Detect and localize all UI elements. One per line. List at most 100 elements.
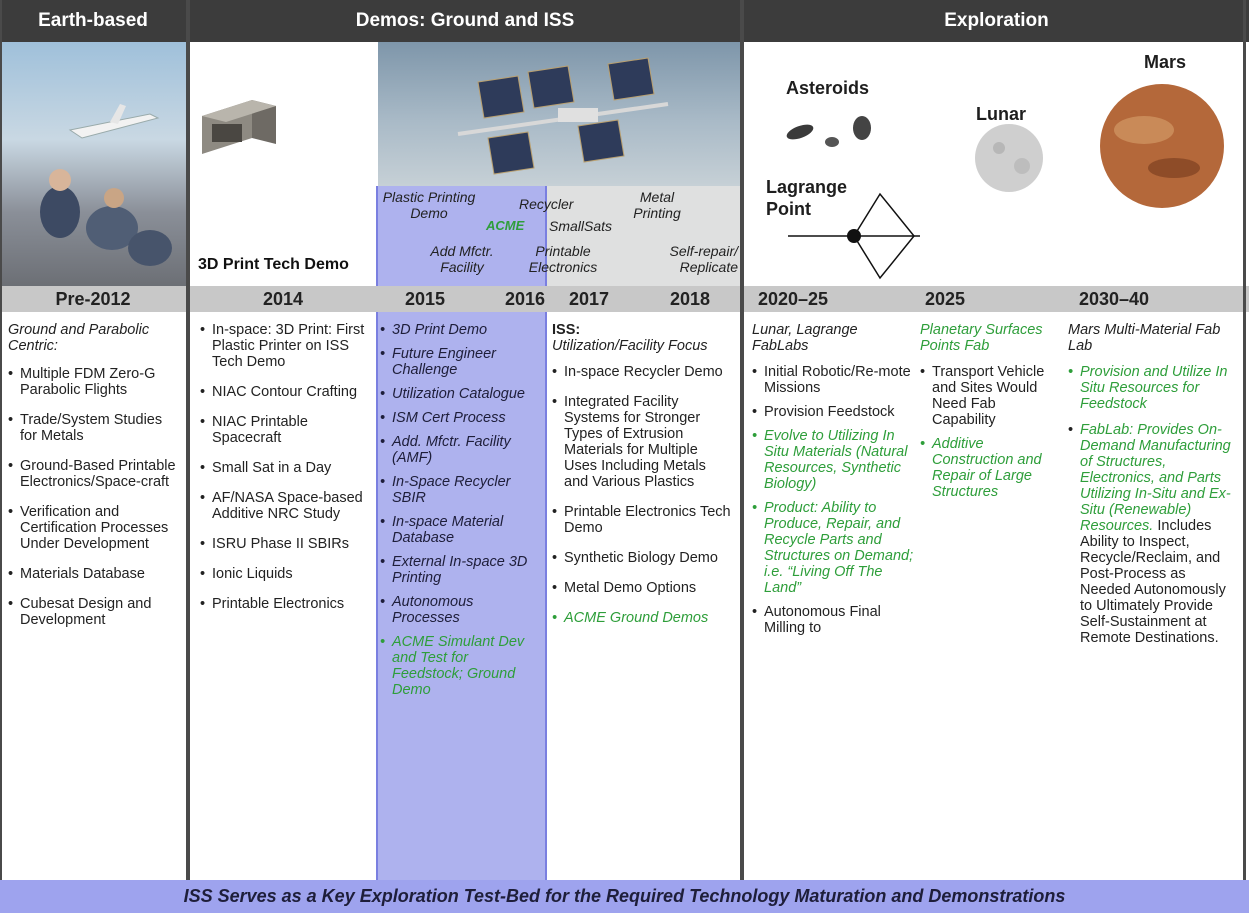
list-item: Ionic Liquids xyxy=(200,566,372,582)
list-item: Utilization Catalogue xyxy=(380,386,540,402)
year-2018-text: 2018 xyxy=(669,288,711,309)
list-item: Cubesat Design and Development xyxy=(8,596,180,628)
divider-1 xyxy=(186,0,190,880)
year-2014: 2014 xyxy=(190,286,376,312)
iss-label-add-mfctr: Add Mfctr. Facility xyxy=(430,243,494,275)
iss-label-smallsats: SmallSats xyxy=(549,218,613,234)
header-exploration: Exploration xyxy=(744,0,1249,42)
year-2015-text: 2015 xyxy=(404,288,446,309)
list-item: Ground-Based Printable Electronics/Space… xyxy=(8,458,180,490)
year-2014-text: 2014 xyxy=(262,288,304,309)
column-2025: Planetary Surfaces Points Fab Transport … xyxy=(920,322,1062,514)
list-item: Trade/System Studies for Metals xyxy=(8,412,180,444)
divider-2 xyxy=(740,0,744,880)
list-item: In-space Recycler Demo xyxy=(552,364,734,380)
header-exploration-text: Exploration xyxy=(944,10,1049,31)
column-2017-2018: ISS: Utilization/Facility Focus In-space… xyxy=(552,322,734,640)
list-item: Multiple FDM Zero-G Parabolic Flights xyxy=(8,366,180,398)
year-pre-2012-text: Pre-2012 xyxy=(55,288,131,309)
list-item: Printable Electronics Tech Demo xyxy=(552,504,734,536)
list-item: Autonomous Processes xyxy=(380,594,540,626)
footer-banner: ISS Serves as a Key Exploration Test-Bed… xyxy=(0,880,1249,913)
col4-subtitle: Utilization/Facility Focus xyxy=(552,338,708,354)
list-item: Synthetic Biology Demo xyxy=(552,550,734,566)
list-item: Printable Electronics xyxy=(200,596,372,612)
destinations-art xyxy=(786,84,1224,280)
list-item: Verification and Certification Processes… xyxy=(8,504,180,552)
asteroids-label: Asteroids xyxy=(786,78,870,98)
col4-list: In-space Recycler Demo Integrated Facili… xyxy=(552,364,734,626)
col7-list: Provision and Utilize In Situ Resources … xyxy=(1068,364,1240,646)
iss-label-area-right xyxy=(547,186,740,286)
year-2018: 2018 xyxy=(650,286,730,312)
col6-list: Transport Vehicle and Sites Would Need F… xyxy=(920,364,1062,500)
mars-label: Mars xyxy=(1144,52,1187,72)
year-2025: 2025 xyxy=(910,286,980,312)
list-item-green: ACME Ground Demos xyxy=(552,610,734,626)
iss-label-acme: ACME xyxy=(486,218,525,233)
lunar-label: Lunar xyxy=(976,104,1027,124)
year-bar xyxy=(0,286,1249,312)
iss-label-metal: Metal Printing xyxy=(633,189,681,221)
iss-label-plastic: Plastic Printing Demo xyxy=(382,189,476,221)
list-item: ISRU Phase II SBIRs xyxy=(200,536,372,552)
iss-label-printable: Printable Electronics xyxy=(528,243,598,275)
year-2015: 2015 xyxy=(380,286,470,312)
asteroid-icon xyxy=(786,124,814,140)
moon-icon xyxy=(975,124,1043,192)
exploration-images: Asteroids Lunar Mars Lagrange Point xyxy=(744,42,1249,286)
list-item: Provision Feedstock xyxy=(752,404,918,420)
list-item-fablab: FabLab: Provides On-Demand Manufacturing… xyxy=(1068,422,1240,646)
list-item-green: Product: Ability to Produce, Repair, and… xyxy=(752,500,918,596)
highlight-band-edge xyxy=(376,186,378,880)
column-2030-40: Mars Multi-Material Fab Lab Provision an… xyxy=(1068,322,1240,660)
list-item: Initial Robotic/Re-mote Missions xyxy=(752,364,918,396)
col2-list: In-space: 3D Print: First Plastic Printe… xyxy=(200,322,372,612)
footer-text: ISS Serves as a Key Exploration Test-Bed… xyxy=(183,886,1066,906)
list-item: Metal Demo Options xyxy=(552,580,734,596)
year-2020-25-text: 2020–25 xyxy=(757,288,829,309)
header-earth-based: Earth-based xyxy=(0,0,186,42)
list-item: Transport Vehicle and Sites Would Need F… xyxy=(920,364,1062,428)
tech-demo-photo: 3D Print Tech Demo xyxy=(190,42,376,286)
col1-list: Multiple FDM Zero-G Parabolic Flights Tr… xyxy=(8,366,180,628)
year-2030-40-text: 2030–40 xyxy=(1078,288,1150,309)
year-2020-25: 2020–25 xyxy=(748,286,838,312)
divider-3 xyxy=(1243,0,1246,880)
list-item: AF/NASA Space-based Additive NRC Study xyxy=(200,490,372,522)
list-item-green: Provision and Utilize In Situ Resources … xyxy=(1068,364,1240,412)
header-earth-text: Earth-based xyxy=(38,10,148,31)
list-item: Small Sat in a Day xyxy=(200,460,372,476)
year-2016-text: 2016 xyxy=(504,288,546,309)
year-2017: 2017 xyxy=(554,286,624,312)
col1-intro: Ground and Parabolic Centric: xyxy=(8,322,150,354)
mars-icon xyxy=(1100,84,1224,208)
year-pre-2012: Pre-2012 xyxy=(0,286,186,312)
lagrange-label: Lagrange Point xyxy=(766,177,848,219)
list-item-green: ACME Simulant Dev and Test for Feedstock… xyxy=(380,634,540,698)
col7-intro: Mars Multi-Material Fab Lab xyxy=(1068,322,1221,354)
col4-title: ISS: xyxy=(552,322,581,338)
aircraft-icon xyxy=(40,104,172,266)
header-demos-text: Demos: Ground and ISS xyxy=(355,10,575,31)
column-2020-25: Lunar, Lagrange FabLabs Initial Robotic/… xyxy=(752,322,918,644)
printer-icon xyxy=(202,100,276,154)
column-pre-2012: Ground and Parabolic Centric: Multiple F… xyxy=(8,322,180,642)
list-item-green: Evolve to Utilizing In Situ Materials (N… xyxy=(752,428,918,492)
iss-label-self-repair: Self-repair/ Replicate xyxy=(669,243,738,275)
iss-photo xyxy=(378,42,740,186)
list-item: NIAC Printable Spacecraft xyxy=(200,414,372,446)
divider-left xyxy=(0,0,2,880)
list-item: NIAC Contour Crafting xyxy=(200,384,372,400)
list-item: Integrated Facility Systems for Stronger… xyxy=(552,394,734,490)
year-2025-text: 2025 xyxy=(924,288,966,309)
list-item: External In-space 3D Printing xyxy=(380,554,540,586)
list-item: Add. Mfctr. Facility (AMF) xyxy=(380,434,540,466)
year-2016: 2016 xyxy=(490,286,560,312)
lagrange-point-icon xyxy=(847,229,861,243)
list-item: In-Space Recycler SBIR xyxy=(380,474,540,506)
list-item: In-space: 3D Print: First Plastic Printe… xyxy=(200,322,372,370)
col5-intro: Lunar, Lagrange FabLabs xyxy=(752,322,858,354)
highlight-band-edge xyxy=(545,186,547,880)
fablab-green-text: FabLab: Provides On-Demand Manufacturing… xyxy=(1080,422,1231,534)
